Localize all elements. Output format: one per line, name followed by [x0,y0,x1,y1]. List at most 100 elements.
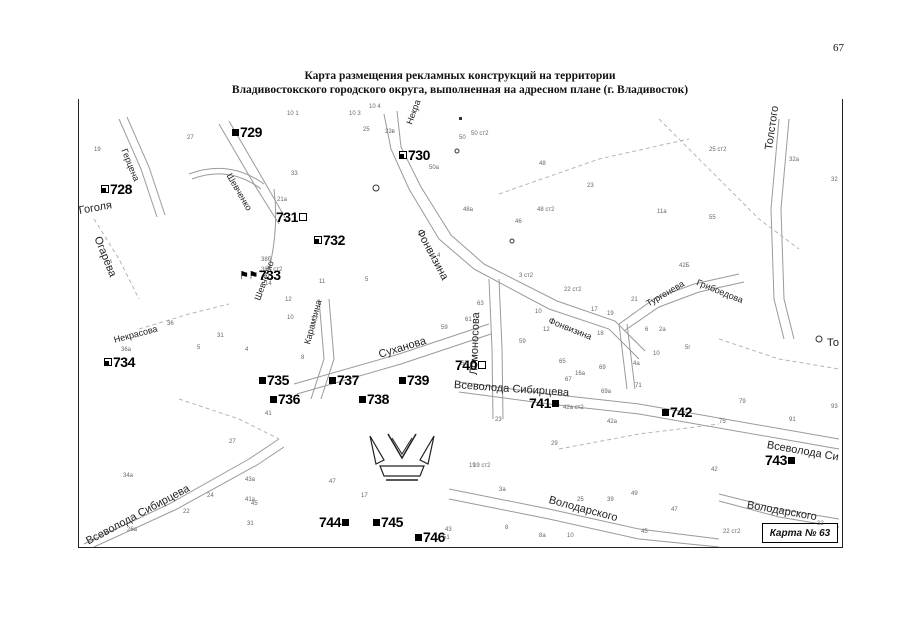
house-number: 42 [711,467,718,473]
house-number: 23 [495,417,502,423]
house-number: 10 [287,315,294,321]
map-title-line-1: Карта размещения рекламных конструкций н… [304,70,616,82]
house-number: 61 [465,317,472,323]
ad-marker-736[interactable]: 736 [270,391,300,407]
house-number: 22 ст2 [723,529,741,535]
house-number: 4 [437,253,441,259]
house-number: 32 [831,177,838,183]
house-number: 63 [477,301,484,307]
ad-marker-746[interactable]: 746 [415,529,445,545]
house-number: 39 [607,497,614,503]
house-number: 59 [441,325,448,331]
house-number: 31 [217,333,224,339]
house-number: 22 ст2 [564,287,582,293]
ad-marker-744[interactable]: 744 [319,514,349,530]
ad-marker-740[interactable]: 740 [455,357,486,373]
ad-square-icon [314,236,322,244]
house-number: 50 ст2 [471,131,489,137]
ad-marker-734[interactable]: 734 [104,354,135,370]
house-number: 69 [599,365,606,371]
house-number: 91 [789,417,796,423]
house-number: 19 [94,147,101,153]
house-number: 10 3 [349,111,361,117]
ad-square-icon [104,358,112,366]
ad-marker-742[interactable]: 742 [662,404,692,420]
ad-marker-737[interactable]: 737 [329,372,359,388]
house-number: 32а [789,157,800,163]
ad-square-icon [373,518,380,526]
monument-emblem-icon [369,433,435,481]
house-number: 25 [363,127,370,133]
house-number: 12 [543,327,550,333]
house-number: 49 [631,491,638,497]
house-number: 19 [469,463,476,469]
ad-marker-741[interactable]: 741 [529,395,559,411]
house-number: 10 [535,309,542,315]
house-number: 27 [187,135,194,141]
house-number: 50 [459,135,466,141]
house-number: 11а [657,209,667,215]
map-title-line-2: Владивостокского городского округа, выпо… [231,84,689,96]
house-number: 5г [685,345,691,351]
house-number: 67 [565,377,572,383]
house-number: 23в [385,129,395,135]
house-number: 10 [567,533,574,539]
ad-marker-733[interactable]: ⚑⚑733 [239,267,281,283]
ad-square-icon [259,376,266,384]
ad-square-icon [477,361,486,369]
house-number: 43 [445,527,452,533]
house-number: 27 [229,439,236,445]
house-number: 79 [739,399,746,405]
house-number: 14 [265,281,272,287]
house-number: 19 [607,311,614,317]
ad-marker-739[interactable]: 739 [399,372,429,388]
ad-marker-732[interactable]: 732 [314,232,345,248]
house-number: 16а [575,371,586,377]
house-number: 51 [443,535,450,541]
ad-marker-731[interactable]: 731 [276,209,307,225]
house-number: 3а [499,487,506,493]
house-number: 21а [277,197,288,203]
house-number: 5 [365,277,369,283]
house-number: 36а [121,347,132,353]
house-number: 12 [285,297,292,303]
house-number: 45 [251,501,258,507]
ad-square-icon [662,408,669,416]
map-number-label: Карта № 63 [762,523,838,543]
ad-square-icon [341,518,349,526]
house-number: 42Б [679,263,690,269]
ad-marker-735[interactable]: 735 [259,372,289,388]
house-number: 29 [551,441,558,447]
house-number: 42а ст2 [563,405,584,411]
ad-marker-743[interactable]: 743 [765,452,795,468]
house-number: 4а [633,361,640,367]
house-number: 24 [207,493,214,499]
house-number: 45 [641,529,648,535]
house-number: 10 1 [287,111,299,117]
house-number: 46 [515,219,522,225]
house-number: 48 ст2 [537,207,555,213]
house-number: 26а [127,527,138,533]
ad-marker-728[interactable]: 728 [101,181,132,197]
house-number: 18 [597,331,604,337]
ad-marker-730[interactable]: 730 [399,147,430,163]
ad-marker-738[interactable]: 738 [359,391,389,407]
house-number: 32 [817,521,824,527]
house-number: 41 [265,411,272,417]
house-number: 41а [245,497,256,503]
ad-square-icon [551,399,559,407]
house-number: 71 [635,383,642,389]
house-number: 55 [461,361,468,367]
house-number: 65 [559,359,566,365]
street-tolstogo-2: То [827,337,839,349]
ad-square-icon [232,128,239,136]
house-number: 17 [361,493,368,499]
ad-marker-729[interactable]: 729 [232,124,262,140]
house-number: 69а [601,389,612,395]
map-frame[interactable]: Герцена Шевченко Шевченко Гоголя Огарёва… [78,99,843,548]
ad-marker-745[interactable]: 745 [373,514,403,530]
ad-square-icon [329,376,336,384]
house-number: 11 [319,279,326,285]
flag-icon: ⚑⚑ [239,269,258,282]
house-number: 10 [653,351,660,357]
